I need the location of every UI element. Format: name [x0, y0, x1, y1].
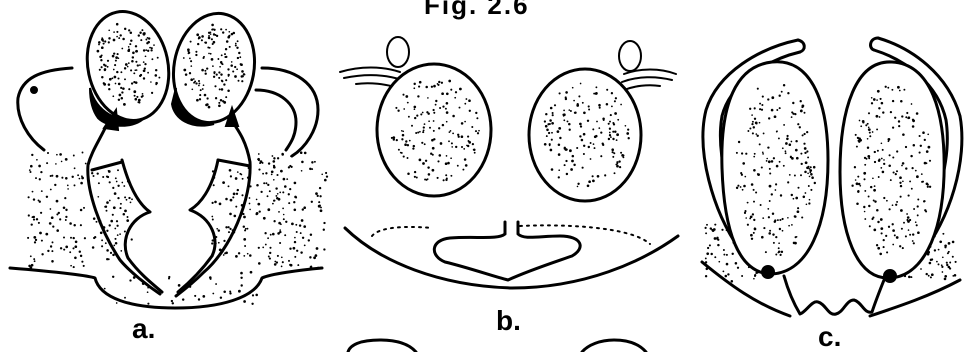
panel-b-left-bulb	[387, 37, 409, 67]
panel-c-left-dot	[762, 266, 774, 278]
panel-a-left-hook	[18, 68, 72, 150]
panel-b-cropped-outline	[348, 340, 646, 352]
panel-a-right-stem-outer	[176, 118, 250, 296]
panel-b-right-bristles	[622, 70, 676, 91]
figure-title: Fig. 2.6	[424, 0, 530, 20]
panel-a-left-stem-top	[92, 162, 122, 170]
panel-a-stipple-region	[28, 150, 330, 270]
panel-c-label: c.	[818, 321, 841, 352]
panel-a-base-outline	[10, 268, 322, 308]
panel-a-right-stem-top	[218, 160, 250, 166]
panel-c-right-tube-cap	[871, 38, 878, 50]
panel-c-right-dot	[884, 270, 896, 282]
panel-c-wavy-plate	[784, 276, 884, 314]
panel-b-right-bulb	[619, 41, 641, 71]
panel-c-diagram	[702, 38, 962, 316]
panel-b-dotted-boundary	[372, 225, 650, 244]
panel-a-right-hook-inner	[256, 90, 296, 150]
panel-a-left-stem-outer	[88, 118, 160, 294]
panel-c-right-oval	[840, 62, 944, 278]
panel-a-left-stem-inner	[122, 160, 162, 292]
panel-b-central-plate	[434, 222, 580, 280]
panel-c-base-outline-right	[870, 280, 960, 316]
panel-b-label: b.	[496, 305, 521, 336]
panel-a-label: a.	[132, 313, 155, 344]
panel-a-right-stem-inner	[178, 160, 218, 292]
panel-b-diagram	[340, 37, 678, 288]
panel-c-left-tube-cap	[798, 40, 804, 52]
panel-a-diagram	[10, 4, 330, 308]
panel-a-stem-stipple	[91, 167, 252, 261]
panel-a-stipple	[27, 151, 328, 305]
panel-a-right-oval	[165, 7, 263, 129]
panel-c-left-oval	[722, 62, 828, 274]
panel-a-left-hook-dot	[31, 87, 37, 93]
